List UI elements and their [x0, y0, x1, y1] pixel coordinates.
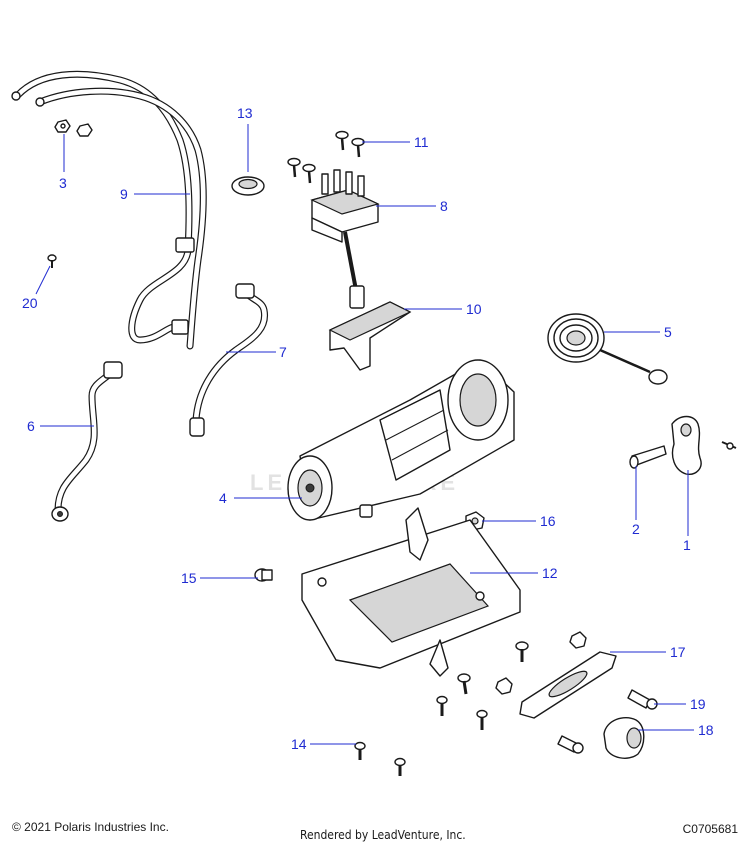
leader-lines — [35, 124, 694, 745]
callout-19[interactable]: 19 — [690, 696, 706, 712]
callout-11[interactable]: 11 — [414, 134, 429, 150]
fastener-bolt-f[interactable] — [476, 709, 488, 731]
fastener-bolt-g[interactable] — [557, 735, 584, 754]
callout-14[interactable]: 14 — [291, 736, 307, 752]
callout-4[interactable]: 4 — [219, 490, 227, 506]
callout-16[interactable]: 16 — [540, 513, 556, 529]
callout-5[interactable]: 5 — [664, 324, 672, 340]
callout-numbers: 1 2 3 4 5 6 7 8 9 10 11 12 13 14 15 16 1… — [22, 105, 714, 752]
callout-17[interactable]: 17 — [670, 644, 686, 660]
part-20-screw[interactable] — [47, 254, 57, 268]
part-8-contactor[interactable] — [310, 169, 380, 309]
callout-3[interactable]: 3 — [59, 175, 67, 191]
fastener-nut-d[interactable] — [569, 631, 587, 649]
part-9-battery-cable[interactable] — [11, 70, 207, 350]
part-12-mounting-plate[interactable] — [301, 507, 521, 677]
callout-18[interactable]: 18 — [698, 722, 714, 738]
callout-9[interactable]: 9 — [120, 186, 128, 202]
part-6-cable[interactable] — [51, 361, 123, 522]
callout-10[interactable]: 10 — [466, 301, 482, 317]
part-1-hook[interactable] — [671, 415, 702, 475]
callout-1[interactable]: 1 — [683, 537, 691, 553]
fastener-bolt-a[interactable] — [515, 641, 529, 662]
callout-12[interactable]: 12 — [542, 565, 558, 581]
part-18-bumper[interactable] — [603, 716, 645, 759]
callout-15[interactable]: 15 — [181, 570, 197, 586]
part-hook-latch[interactable] — [721, 441, 737, 450]
fastener-nut-c[interactable] — [495, 677, 513, 695]
part-2-pin[interactable] — [629, 445, 667, 469]
callout-13[interactable]: 13 — [237, 105, 253, 121]
fastener-bolt-b[interactable] — [457, 673, 471, 695]
copyright-text: © 2021 Polaris Industries Inc. — [12, 820, 169, 834]
callout-2[interactable]: 2 — [632, 521, 640, 537]
part-15-bolt[interactable] — [254, 568, 273, 582]
part-3-nut[interactable] — [54, 119, 93, 137]
part-7-cable[interactable] — [189, 283, 269, 437]
drawing-number: C0705681 — [682, 822, 738, 836]
part-19-bolt[interactable] — [627, 689, 658, 710]
part-5-winch-rope[interactable] — [547, 313, 668, 385]
part-13-grommet[interactable] — [231, 176, 265, 196]
callout-20[interactable]: 20 — [22, 295, 38, 311]
part-10-bracket[interactable] — [328, 301, 412, 371]
fastener-bolt-e[interactable] — [436, 695, 448, 717]
callout-7[interactable]: 7 — [279, 344, 287, 360]
part-11-screws[interactable] — [287, 130, 365, 184]
part-14-bolts[interactable] — [354, 741, 406, 777]
rendered-by-text: Rendered by LeadVenture, Inc. — [300, 828, 466, 842]
part-4-winch[interactable] — [287, 359, 515, 521]
callout-8[interactable]: 8 — [440, 198, 448, 214]
part-17-fairlead[interactable] — [519, 651, 617, 719]
callout-6[interactable]: 6 — [27, 418, 35, 434]
